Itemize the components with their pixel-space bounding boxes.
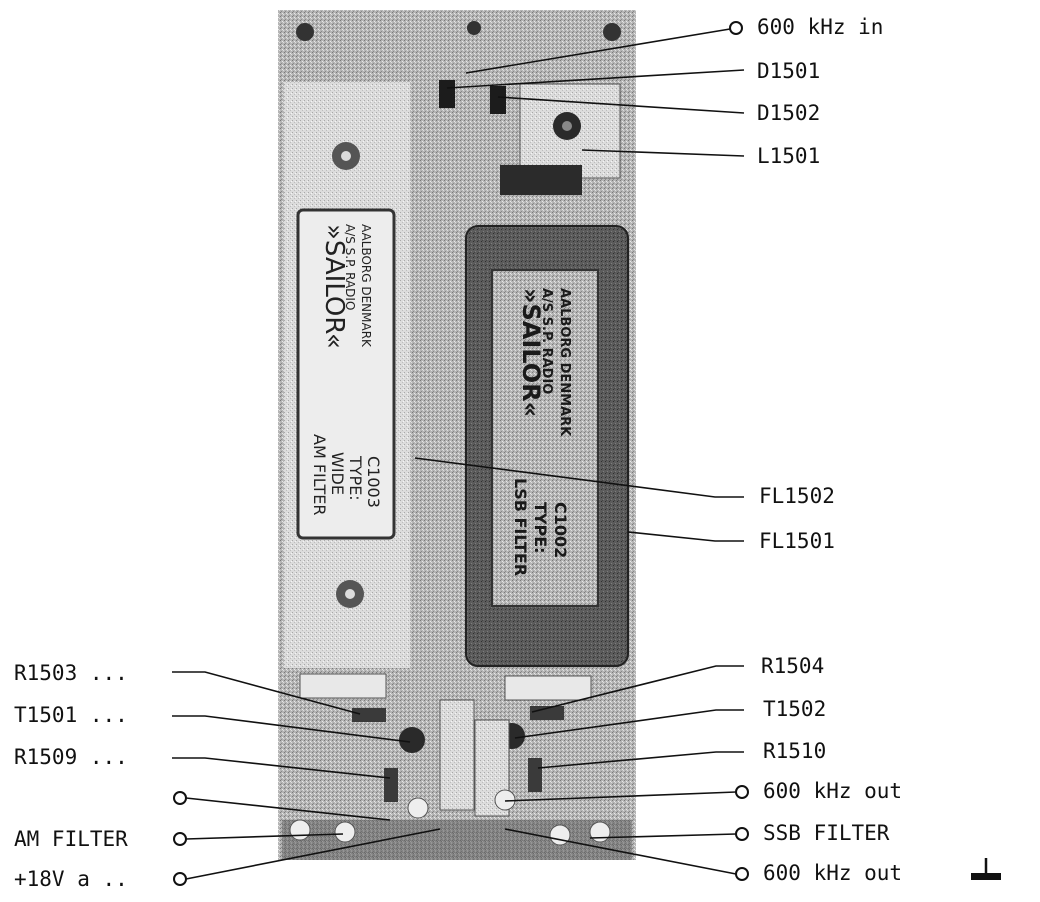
label-t1501: T1501 ... bbox=[14, 703, 128, 727]
label-r1503: R1503 ... bbox=[14, 661, 128, 685]
terminal-block-left bbox=[299, 673, 387, 699]
leader-d1501 bbox=[446, 69, 745, 89]
leader-t1502 bbox=[514, 709, 744, 739]
lsb-filter-desc-line2: TYPE: bbox=[531, 502, 550, 554]
terminal-circle-icon bbox=[735, 867, 749, 881]
mount-hole-icon bbox=[467, 21, 481, 35]
am-filter-desc-line2: WIDE bbox=[328, 452, 347, 495]
leader-r1503 bbox=[172, 671, 361, 715]
label-ssb-filter: SSB FILTER bbox=[763, 821, 890, 845]
leader-fl1501 bbox=[627, 531, 744, 542]
leader-fl1502 bbox=[414, 457, 744, 498]
label-d1501: D1501 bbox=[757, 59, 820, 83]
am-filter-nameplate-text: »SAILOR« A/S S.P. RADIO AALBORG DENMARK … bbox=[310, 224, 383, 515]
component-block bbox=[439, 699, 475, 811]
terminal-circle-icon bbox=[735, 827, 749, 841]
label-600khz-out-ground: 600 kHz out bbox=[763, 861, 902, 885]
leader-600khz-out bbox=[504, 791, 737, 802]
leader-600khz-out-ground bbox=[504, 828, 737, 875]
leader-ssb-filter bbox=[589, 833, 737, 839]
am-filter-plate bbox=[296, 208, 396, 540]
terminal-circle-icon bbox=[173, 832, 187, 846]
label-am-filter: AM FILTER bbox=[14, 827, 128, 851]
label-t1502: T1502 bbox=[763, 697, 826, 721]
lsb-filter-brand: »SAILOR« bbox=[517, 288, 545, 417]
leader-lines bbox=[172, 27, 745, 880]
label-fl1501: FL1501 bbox=[759, 529, 835, 553]
lsb-filter-plate bbox=[491, 269, 599, 607]
am-filter-desc-line3: TYPE: bbox=[346, 455, 365, 501]
resistor-r1504 bbox=[530, 706, 564, 720]
resistor-r1503 bbox=[352, 708, 386, 722]
terminal-circle-icon bbox=[173, 791, 187, 805]
pad-icon bbox=[289, 819, 311, 841]
leader-t1501 bbox=[172, 715, 411, 743]
leader-r1509 bbox=[172, 757, 391, 779]
terminal-circle-icon bbox=[735, 785, 749, 799]
am-filter-maker-line1: A/S S.P. RADIO bbox=[343, 224, 357, 310]
lsb-filter-maker-line1: A/S S.P. RADIO bbox=[539, 288, 554, 394]
label-fl1502: FL1502 bbox=[759, 484, 835, 508]
mount-hole-icon bbox=[603, 23, 621, 41]
label-r1509: R1509 ... bbox=[14, 745, 128, 769]
leader-l1501 bbox=[581, 149, 745, 157]
am-filter-maker-line2: AALBORG DENMARK bbox=[359, 224, 373, 348]
transistor-t1501 bbox=[399, 727, 425, 753]
resistor-r1509 bbox=[384, 768, 398, 802]
am-filter-brand: »SAILOR« bbox=[319, 224, 349, 349]
leader-unlabeled bbox=[185, 797, 391, 821]
leader-r1510 bbox=[537, 751, 744, 769]
am-filter-desc-line4: C1003 bbox=[364, 456, 383, 508]
board-photo: »SAILOR« A/S S.P. RADIO AALBORG DENMARK … bbox=[278, 10, 636, 860]
label-supply: +18V a .. bbox=[14, 867, 128, 891]
am-filter-desc-line1: AM FILTER bbox=[310, 434, 329, 515]
pad-icon bbox=[407, 797, 429, 819]
label-600khz-out: 600 kHz out bbox=[763, 779, 902, 803]
board-bottom-edge bbox=[282, 820, 632, 860]
label-r1504: R1504 bbox=[761, 654, 824, 678]
lsb-filter-desc-line3: C1002 bbox=[551, 502, 570, 558]
lsb-filter-nameplate-text: »SAILOR« A/S S.P. RADIO AALBORG DENMARK … bbox=[511, 288, 572, 576]
leader-supply bbox=[185, 828, 441, 880]
terminal-block-right bbox=[504, 675, 592, 701]
resistor-r1510 bbox=[528, 758, 542, 792]
terminal-circle-icon bbox=[173, 872, 187, 886]
terminals bbox=[173, 21, 749, 886]
leader-am-filter bbox=[185, 833, 344, 840]
mount-hole-icon bbox=[296, 23, 314, 41]
label-l1501: L1501 bbox=[757, 144, 820, 168]
label-r1510: R1510 bbox=[763, 739, 826, 763]
coil-base bbox=[500, 165, 582, 195]
pad-icon bbox=[549, 824, 571, 846]
diode-d1501 bbox=[439, 80, 455, 108]
terminal-circle-icon bbox=[729, 21, 743, 35]
pad-icon bbox=[334, 821, 356, 843]
label-600khz-in: 600 kHz in bbox=[757, 15, 883, 39]
lsb-filter-maker-line2: AALBORG DENMARK bbox=[557, 288, 572, 437]
callout-labels: 600 kHz in D1501 D1502 L1501 FL1502 FL15… bbox=[14, 15, 902, 891]
leader-d1502 bbox=[497, 96, 745, 114]
ground-symbol-icon bbox=[971, 858, 1001, 880]
pad-icon bbox=[589, 821, 611, 843]
label-d1502: D1502 bbox=[757, 101, 820, 125]
leader-600khz-in bbox=[465, 27, 737, 74]
lsb-filter-desc-line1: LSB FILTER bbox=[511, 478, 530, 576]
diode-d1502 bbox=[490, 86, 506, 114]
leader-r1504 bbox=[531, 665, 744, 713]
